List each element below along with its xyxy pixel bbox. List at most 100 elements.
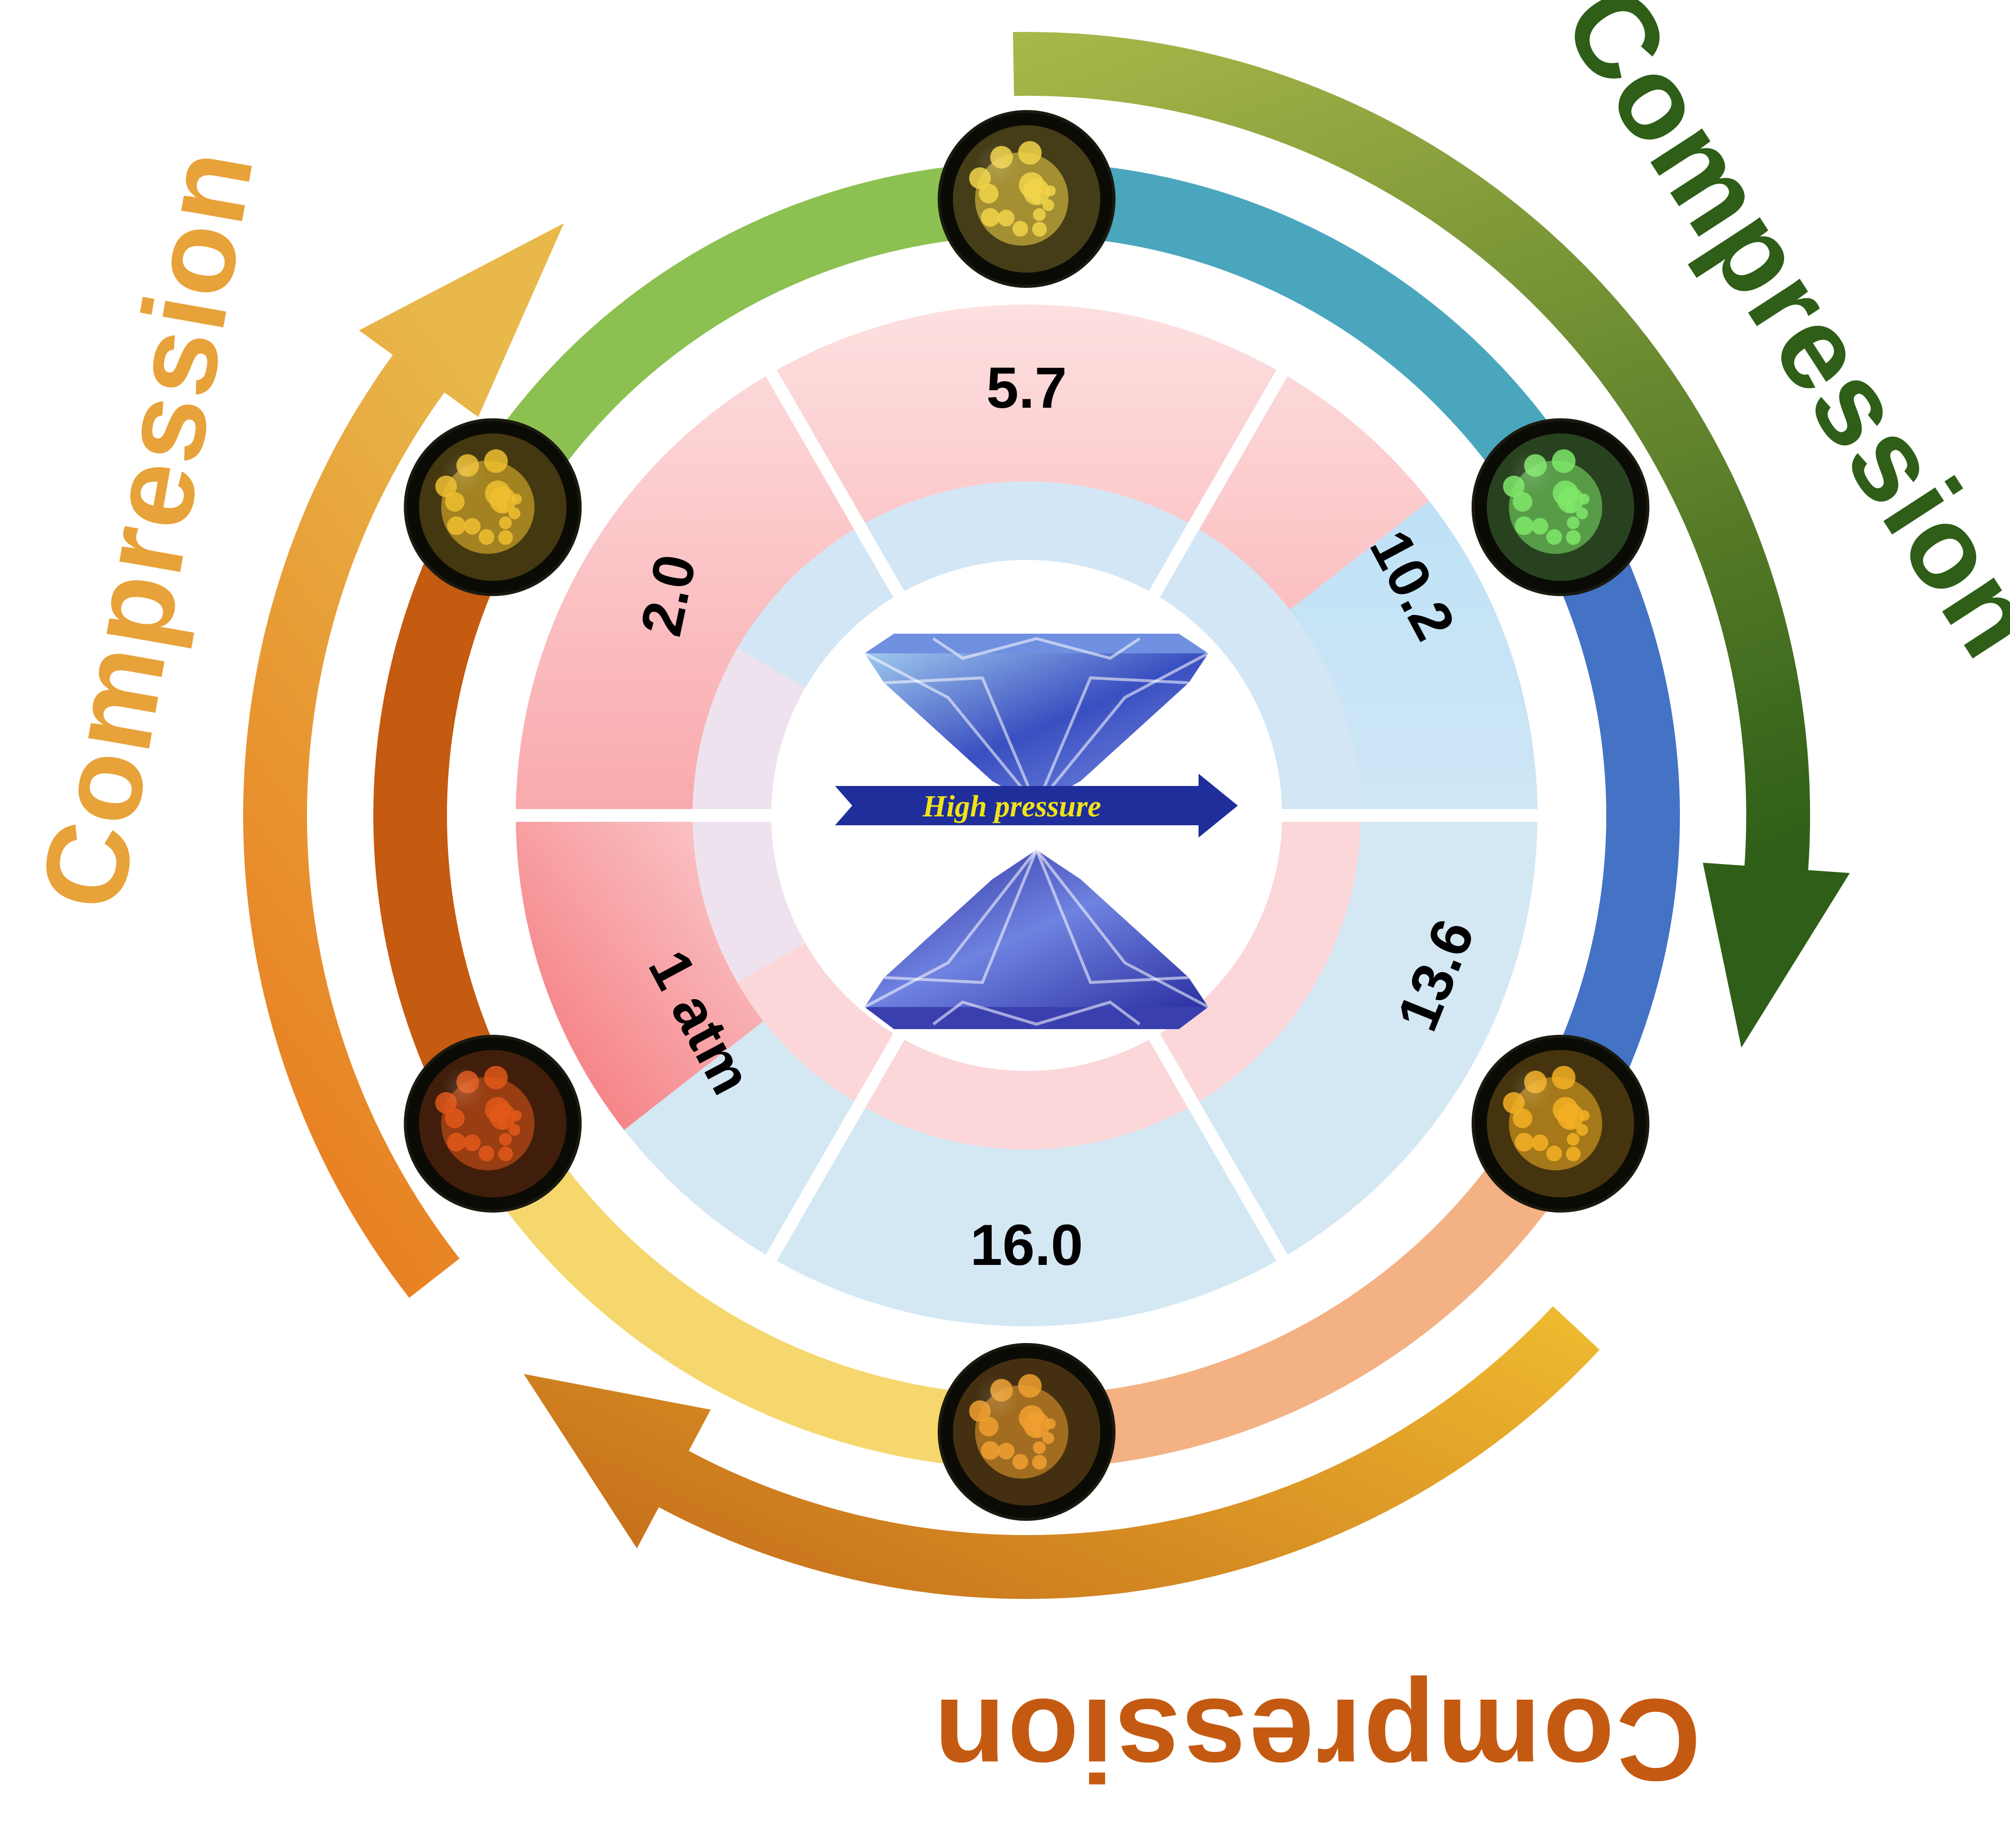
- photo-speck: [485, 480, 511, 506]
- photo-speck: [508, 1124, 521, 1136]
- photo-speck: [998, 209, 1015, 226]
- high-pressure-label: High pressure: [922, 790, 1101, 823]
- sector-divider: [760, 361, 910, 606]
- photo-speck: [1514, 1133, 1534, 1152]
- photo-speck: [1019, 172, 1045, 198]
- sector-dividers: [506, 361, 1547, 1270]
- photo-speck: [981, 1441, 1000, 1460]
- photo-speck: [499, 516, 512, 530]
- ring-segment-green: [461, 162, 1027, 526]
- photo-speck: [1532, 518, 1549, 535]
- photo-speck: [1576, 507, 1589, 520]
- photo-highlight: [975, 1375, 1019, 1420]
- photo-speck: [1018, 1374, 1042, 1398]
- ring-segment-yellow: [461, 1105, 1027, 1469]
- photo-speck: [1019, 1405, 1045, 1431]
- photo-speck: [1553, 480, 1579, 506]
- photo-speck: [998, 1442, 1015, 1459]
- photo-speck: [511, 493, 522, 504]
- pressure-label-16-0: 16.0: [970, 1213, 1083, 1278]
- pressure-label-5-7: 5.7: [986, 356, 1067, 420]
- photo-speck: [1566, 516, 1580, 530]
- photo-speck: [1546, 1146, 1562, 1162]
- photo-speck: [484, 1065, 508, 1090]
- photo-speck: [1012, 221, 1029, 237]
- emission-photo: [938, 110, 1116, 288]
- high-pressure-arrow: [835, 774, 1238, 838]
- ring-segment-salmon: [1027, 1105, 1592, 1469]
- photo-speck: [1042, 199, 1055, 211]
- photo-speck: [978, 1417, 999, 1437]
- ring-segment-brown: [373, 489, 525, 1142]
- photo-highlight: [1508, 450, 1553, 495]
- photo-speck: [1576, 1124, 1589, 1136]
- photo-speck: [498, 530, 513, 545]
- ring-segment-teal: [1027, 162, 1592, 526]
- photo-speck: [1552, 449, 1576, 473]
- photo-highlight: [441, 1067, 486, 1112]
- photo-speck: [1018, 141, 1042, 165]
- photo-speck: [511, 1110, 522, 1121]
- photo-speck: [1552, 1065, 1576, 1090]
- outer-band-top: [516, 305, 1537, 815]
- compression-arrow-right: [1013, 31, 1850, 1048]
- emission-photo: [404, 418, 582, 596]
- photo-speck: [1546, 529, 1562, 545]
- photo-speck: [464, 1134, 481, 1151]
- photo-speck: [1032, 222, 1047, 237]
- outer-band-left-tint: [516, 815, 764, 1130]
- photo-speck: [445, 492, 465, 512]
- emission-photo: [938, 1343, 1116, 1521]
- photo-speck: [1512, 1108, 1533, 1128]
- photo-speck: [485, 1097, 511, 1123]
- sector-divider: [760, 1025, 910, 1270]
- inner-band-top: [693, 481, 1361, 815]
- ring-segment-blue: [1528, 489, 1680, 1142]
- color-ring: [373, 162, 1680, 1469]
- sector-divider: [1144, 361, 1293, 606]
- photo-speck: [1512, 492, 1533, 512]
- photo-speck: [1566, 530, 1581, 545]
- photo-speck: [1579, 1110, 1590, 1121]
- photo-speck: [478, 529, 495, 545]
- photo-speck: [981, 208, 1000, 227]
- photo-speck: [1045, 1418, 1056, 1429]
- photo-speck: [1042, 1432, 1055, 1444]
- photo-speck: [1514, 516, 1534, 535]
- photo-speck: [478, 1146, 495, 1162]
- compression-label-left: Compression: [16, 139, 278, 918]
- inner-band-bottom: [693, 815, 1361, 1149]
- photo-speck: [978, 184, 999, 204]
- emission-photo: [1471, 418, 1649, 596]
- photo-speck: [484, 449, 508, 473]
- photo-speck: [498, 1147, 513, 1162]
- outer-band-bottom: [516, 815, 1537, 1326]
- photo-speck: [447, 516, 466, 535]
- diamond-anvil-icon: High pressure: [835, 634, 1238, 1029]
- photo-speck: [1532, 1134, 1549, 1151]
- compression-arrows: [243, 31, 1850, 1599]
- photo-speck: [1045, 185, 1056, 196]
- photo-speck: [508, 507, 521, 520]
- photo-speck: [447, 1133, 466, 1152]
- photo-speck: [1012, 1454, 1029, 1470]
- photo-speck: [445, 1108, 465, 1128]
- compression-label-bottom: Compression: [932, 1675, 1701, 1805]
- photo-highlight: [1508, 1067, 1553, 1112]
- photo-speck: [1553, 1097, 1579, 1123]
- emission-photos: [404, 110, 1649, 1521]
- photo-speck: [1566, 1133, 1580, 1146]
- photo-speck: [1566, 1147, 1581, 1162]
- photo-highlight: [441, 450, 486, 495]
- photo-speck: [1579, 493, 1590, 504]
- photo-speck: [1033, 1441, 1046, 1454]
- sector-divider: [1144, 1025, 1293, 1270]
- outer-band-right-tint: [1289, 501, 1537, 815]
- photo-highlight: [975, 142, 1019, 187]
- compression-arrow-left: [243, 223, 564, 1298]
- photo-speck: [499, 1133, 512, 1146]
- photo-speck: [1032, 1455, 1047, 1470]
- emission-photo: [404, 1035, 582, 1213]
- photo-speck: [464, 518, 481, 535]
